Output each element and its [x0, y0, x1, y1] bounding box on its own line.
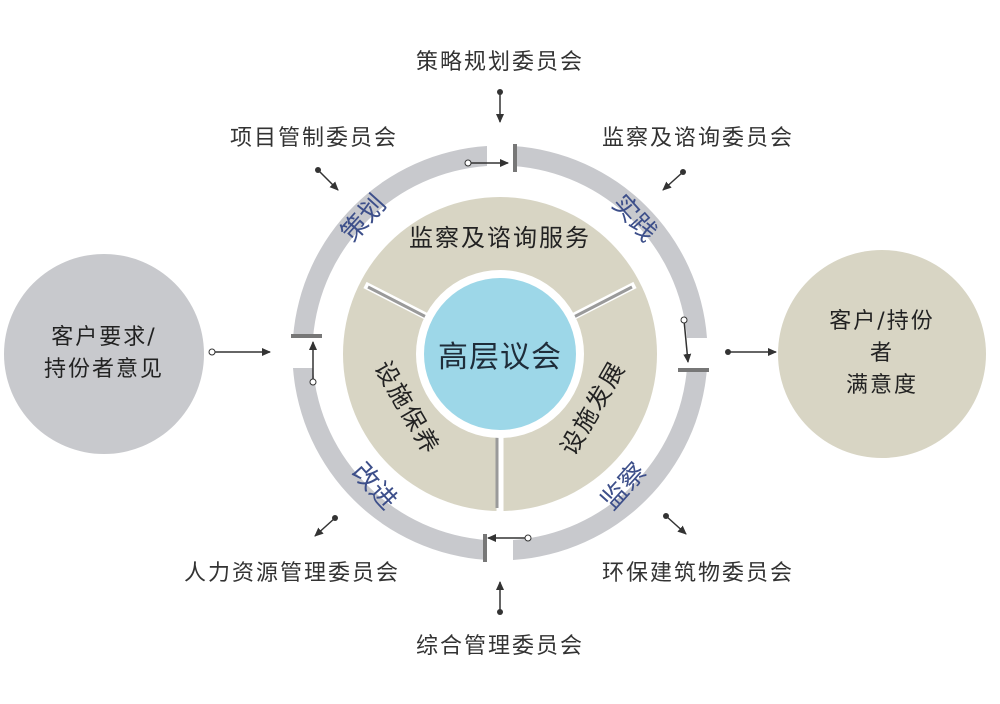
arrow-dot [464, 159, 472, 167]
arrow-dot [332, 515, 338, 521]
arrow-dot [680, 316, 688, 324]
arrow-dot [524, 534, 532, 542]
arrow-dot [663, 513, 669, 519]
arrow-dot [315, 167, 321, 173]
committee-arrows [314, 89, 687, 615]
flow-arrows [208, 159, 777, 542]
middle-label-top: 监察及谘询服务 [409, 224, 591, 252]
arrow-hr [314, 517, 336, 537]
right-circle-text: 客户/持份者 满意度 [823, 306, 941, 402]
committee-general: 综合管理委员会 [415, 634, 585, 659]
arrow-project [317, 169, 339, 191]
committee-green: 环保建筑物委员会 [601, 561, 795, 586]
right-circle-line1: 客户/持份者 [829, 309, 935, 366]
right-output-circle [778, 250, 986, 458]
right-circle-line2: 满意度 [845, 373, 918, 398]
committee-hr: 人力资源管理委员会 [183, 561, 401, 586]
center-circle [424, 278, 576, 430]
arrow-advisory [662, 171, 684, 191]
left-circle-line1: 客户要求/ [51, 325, 157, 350]
committee-project: 项目管制委员会 [229, 126, 399, 151]
arrow-dot [497, 609, 503, 615]
left-circle-text: 客户要求/ 持份者意见 [44, 322, 164, 386]
flow-arrow-right [683, 319, 692, 363]
committee-advisory: 监察及谘询委员会 [601, 126, 795, 151]
arrow-dot [309, 378, 317, 386]
left-circle-line2: 持份者意见 [43, 357, 165, 382]
arrow-green [665, 515, 687, 535]
outer-ring-segment-monitor [513, 368, 707, 560]
center-title: 高层议会 [438, 340, 562, 375]
left-input-circle [4, 254, 204, 454]
committee-strategy: 策略规划委员会 [415, 50, 585, 75]
arrow-dot [208, 348, 216, 356]
outer-ring-segment-practice [513, 146, 707, 338]
divider-shadow [567, 285, 633, 322]
outer-ring-segment-improve [293, 368, 487, 560]
divider-shadow [367, 285, 433, 322]
arrow-dot [680, 169, 686, 175]
arrow-dot [497, 89, 503, 95]
arrow-dot [725, 349, 731, 355]
